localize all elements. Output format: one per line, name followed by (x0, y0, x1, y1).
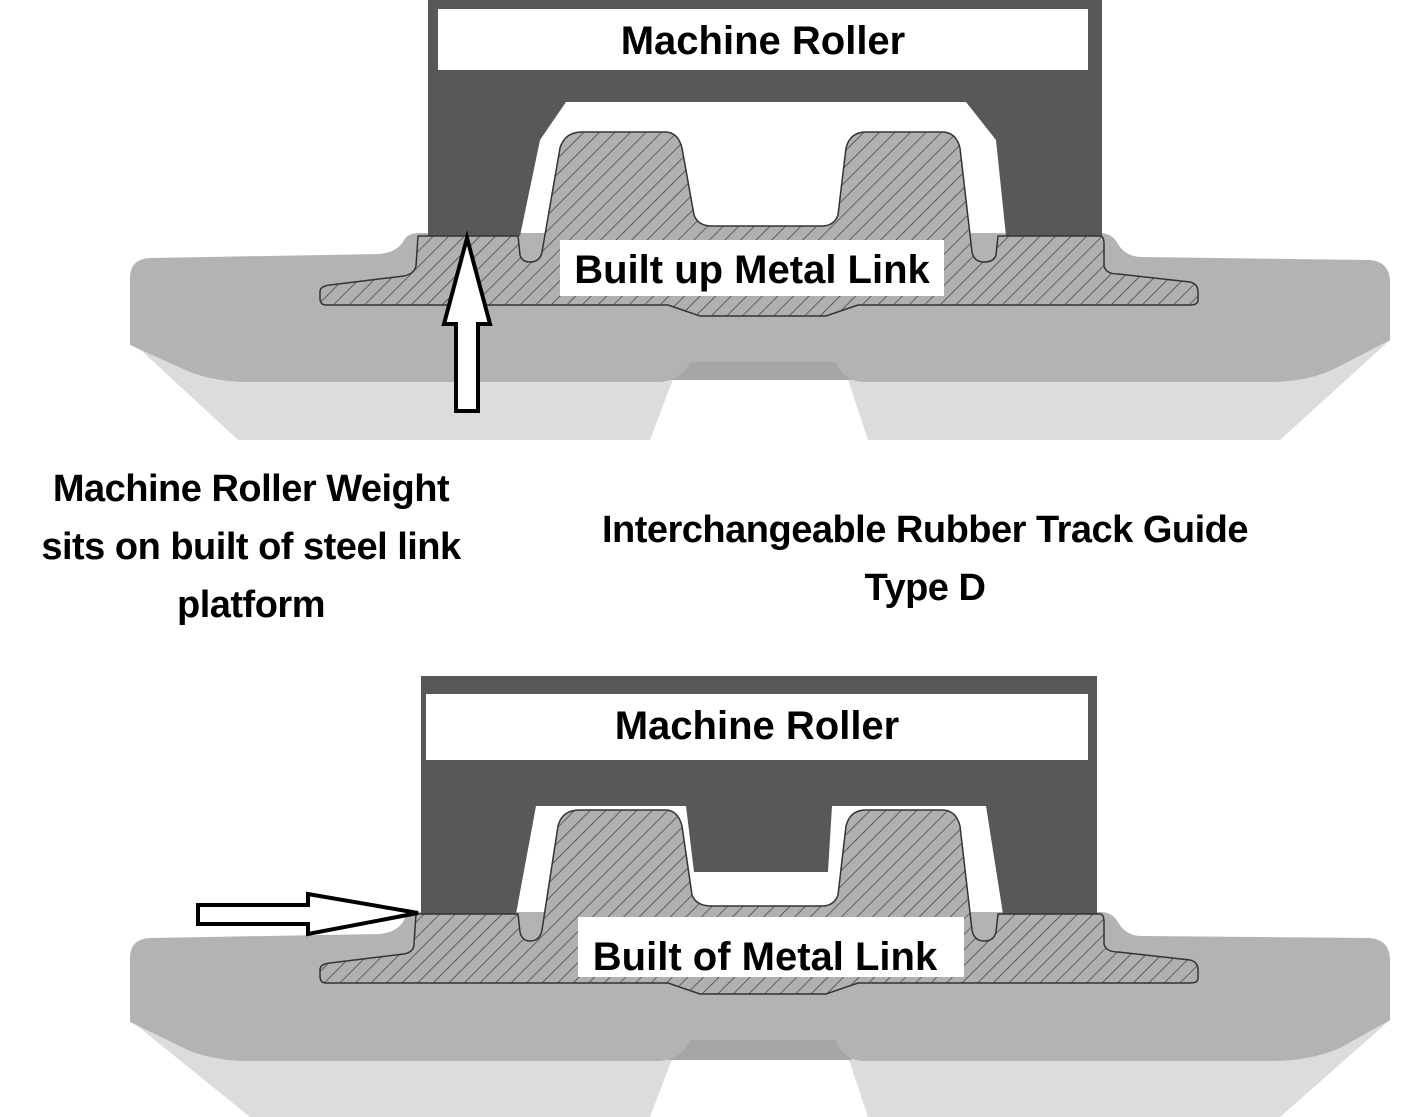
caption-left-line: Machine Roller Weight (52, 468, 450, 510)
caption-track-guide-type: Interchangeable Rubber Track Guide Type … (545, 501, 1305, 617)
rubber-groove-opening (652, 1064, 866, 1117)
link-label: Built of Metal Link (593, 935, 938, 979)
link-label-box (578, 917, 964, 977)
roller-label-box (438, 9, 1088, 70)
caption-right-line: Type D (864, 567, 986, 609)
bottom-track-diagram: Machine Roller Built of Metal Link (130, 676, 1390, 1117)
roller-label: Machine Roller (615, 704, 900, 748)
caption-roller-weight: Machine Roller Weight sits on built of s… (0, 460, 502, 634)
roller-label-box (426, 694, 1088, 760)
load-arrow-up-icon (441, 230, 493, 413)
load-arrow-right-icon (196, 891, 419, 937)
top-track-diagram: Machine Roller Built up Metal Link (130, 0, 1390, 440)
roller-label: Machine Roller (621, 19, 906, 63)
metal-link (319, 131, 1199, 317)
caption-right-line: Interchangeable Rubber Track Guide (601, 509, 1249, 551)
caption-left-line: platform (177, 584, 326, 626)
rubber-groove-opening (652, 385, 866, 440)
link-label: Built up Metal Link (574, 248, 930, 292)
link-label-box (560, 240, 944, 296)
caption-left-line: sits on built of steel link (41, 526, 461, 568)
metal-link (319, 809, 1199, 995)
